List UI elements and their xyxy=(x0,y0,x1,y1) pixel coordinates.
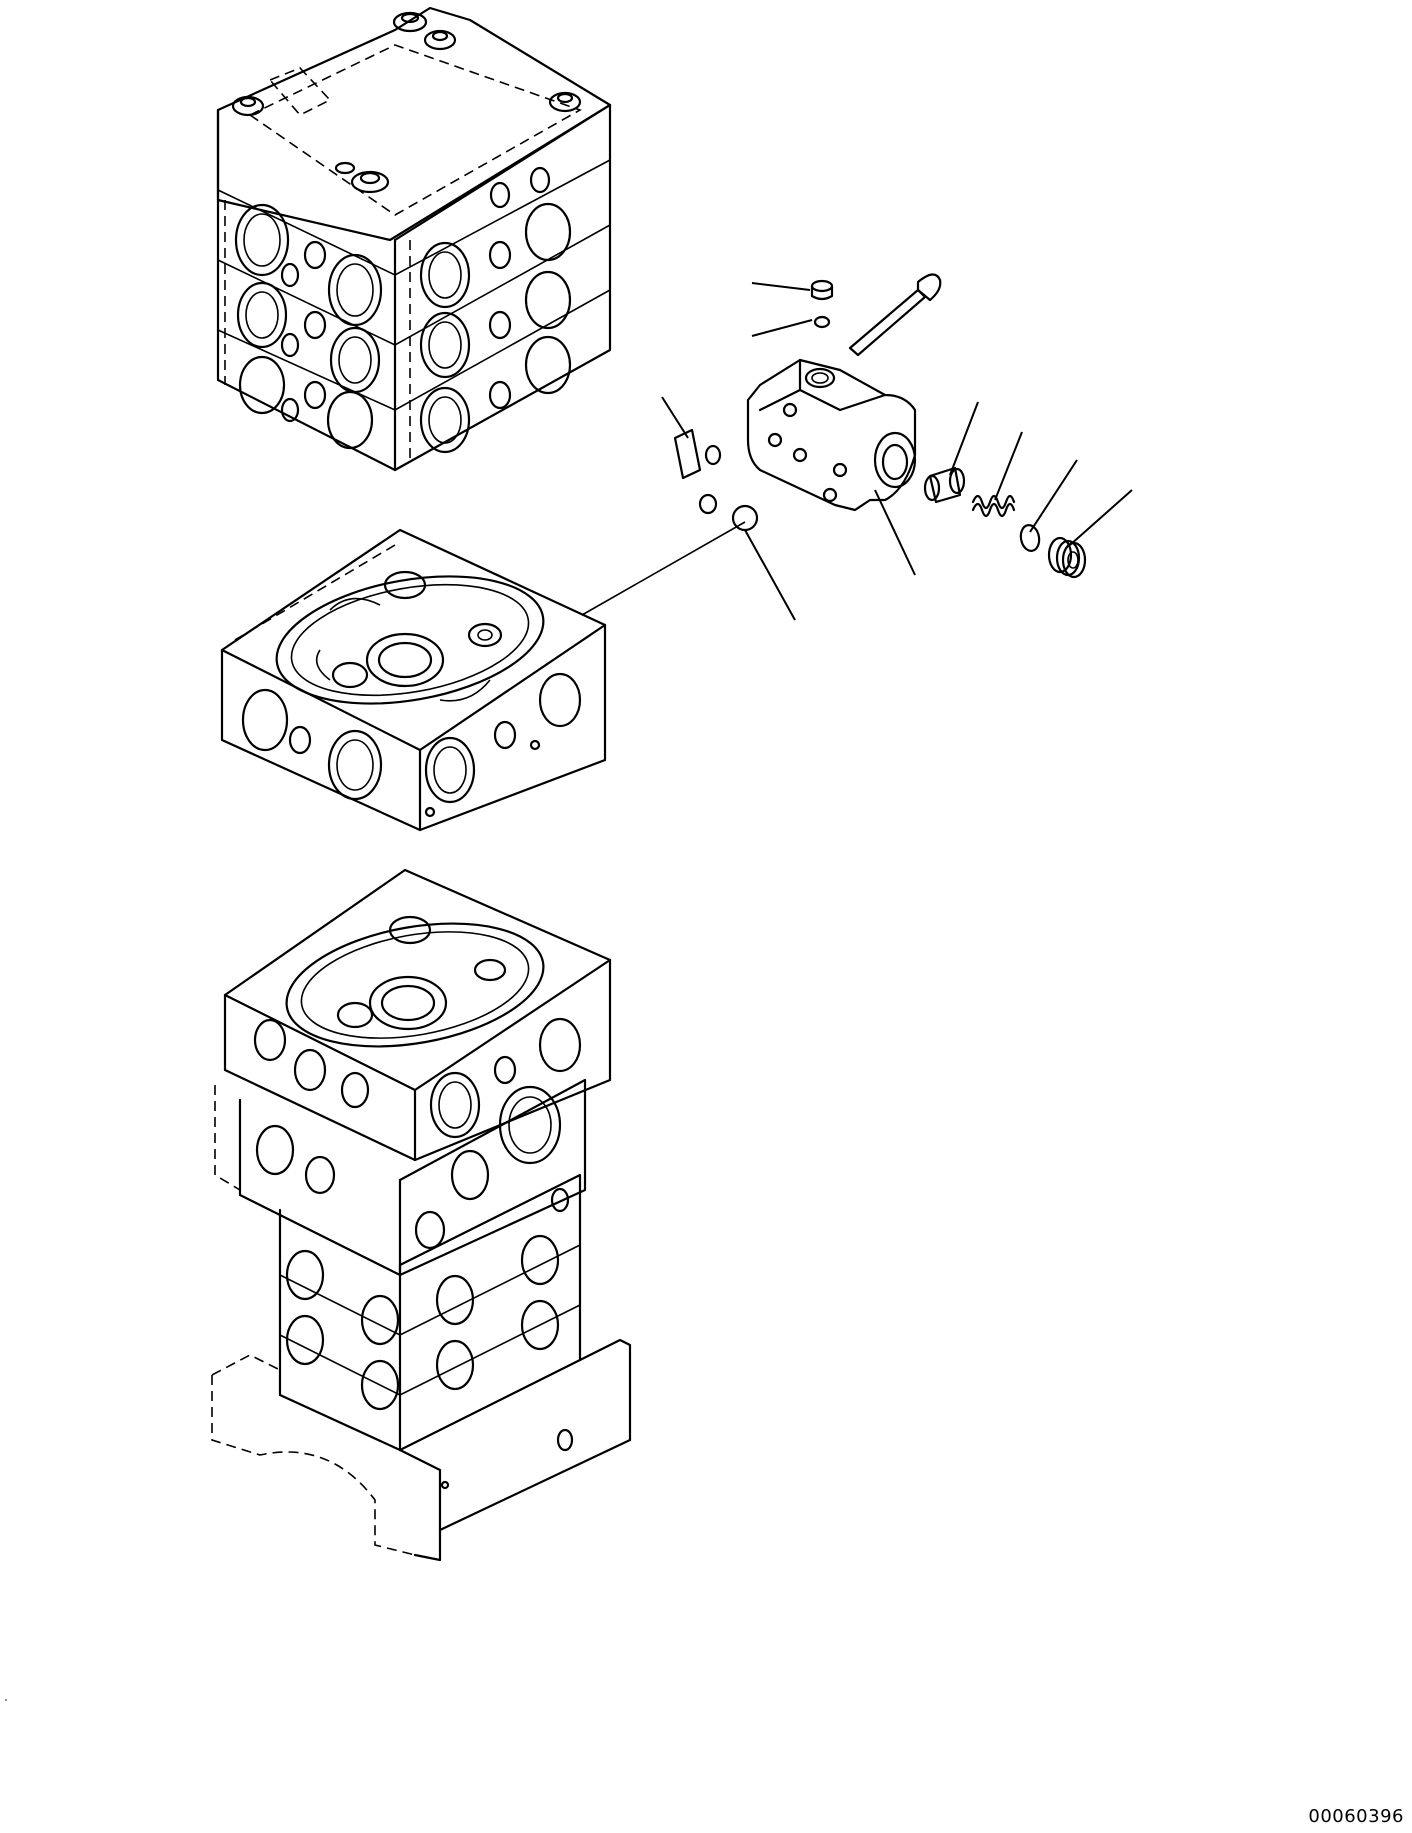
exploded-oring-right xyxy=(1019,524,1041,552)
stray-dot xyxy=(5,1699,7,1701)
top-bosses xyxy=(231,11,582,194)
assembly-line xyxy=(581,521,746,616)
gasket-face xyxy=(275,570,545,705)
exploded-bolt xyxy=(848,273,942,357)
middle-section-block xyxy=(220,528,607,832)
exploded-plug-top xyxy=(810,279,834,301)
exploded-cap-plug xyxy=(1047,536,1087,579)
leader-lines xyxy=(661,282,1133,621)
top-stack-right-ports xyxy=(419,166,572,454)
exploded-oring-top xyxy=(813,315,831,329)
exploded-orings-left xyxy=(673,428,759,532)
exploded-valve-body xyxy=(746,358,917,512)
exploded-spool-sleeve xyxy=(923,466,966,504)
exploded-spring xyxy=(971,494,1016,518)
top-valve-stack xyxy=(216,6,612,472)
figure-reference-number: 00060396 xyxy=(1308,1806,1404,1827)
top-stack-left-ports xyxy=(234,203,383,450)
bottom-valve-stack xyxy=(211,868,632,1562)
